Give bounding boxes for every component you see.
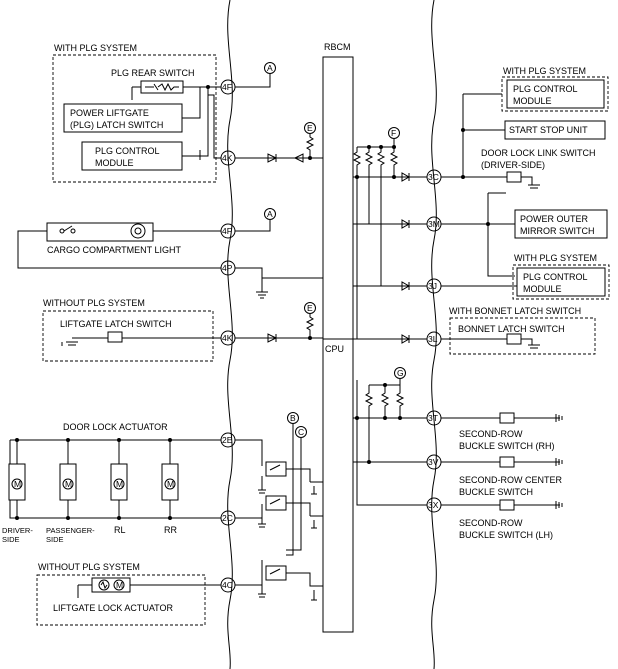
plg-control-right-1 (506, 79, 605, 109)
plg-control-right-1-label-1: PLG CONTROL (513, 84, 578, 94)
liftgate-lock-label: LIFTGATE LOCK ACTUATOR (53, 603, 174, 613)
plg-control-right-2-label-1: PLG CONTROL (523, 272, 588, 282)
actuator-rl: M (110, 438, 128, 520)
buckle-rh-switch (441, 412, 563, 424)
start-stop-label: START STOP UNIT (509, 125, 588, 135)
plg-rear-switch-symbol (145, 82, 179, 92)
with-plg-label: WITH PLG SYSTEM (54, 43, 137, 53)
pin-3v: 3V (428, 457, 439, 467)
svg-text:M: M (116, 479, 123, 489)
svg-text:M: M (167, 479, 174, 489)
with-bonnet-frame (449, 317, 596, 355)
plg-latch-switch-label-1: POWER LIFTGATE (70, 108, 149, 118)
buckle-center-switch (441, 456, 563, 468)
with-plg-frame (52, 54, 217, 183)
relay-2 (265, 495, 287, 511)
actuator-passenger: M (59, 438, 77, 520)
label-rr: RR (164, 525, 177, 535)
cargo-light-bulb (130, 223, 146, 239)
label-passenger-2: SIDE (46, 535, 64, 544)
buckle-rh-label-1: SECOND-ROW (459, 429, 523, 439)
module-left-boundary (227, 0, 233, 669)
pin-4k-mid: 4K (222, 333, 233, 343)
marker-b: B (290, 413, 296, 423)
buckle-lh-label-1: SECOND-ROW (459, 518, 523, 528)
marker-e-2: E (307, 303, 313, 313)
pin-3x: 3X (428, 500, 439, 510)
without-plg-label: WITHOUT PLG SYSTEM (43, 298, 145, 308)
bonnet-latch-label: BONNET LATCH SWITCH (458, 324, 565, 334)
with-plg-1-label: WITH PLG SYSTEM (503, 66, 586, 76)
plg-control-label-2: MODULE (95, 158, 134, 168)
power-outer-label-1: POWER OUTER (520, 214, 589, 224)
plg-control-right-1-label-2: MODULE (513, 96, 552, 106)
plg-latch-switch-label-2: (PLG) LATCH SWITCH (70, 120, 163, 130)
marker-a-2: A (267, 209, 273, 219)
cpu-block (322, 56, 354, 633)
without-plg-2-frame (36, 574, 206, 626)
svg-text:M: M (14, 479, 21, 489)
relay-3 (265, 565, 287, 581)
pin-3m: 3M (428, 219, 440, 229)
pin-4f-top: 4F (222, 82, 232, 92)
buckle-center-label-2: BUCKLE SWITCH (459, 487, 533, 497)
with-plg-2-frame (512, 264, 610, 300)
actuator-driver: M (8, 438, 26, 520)
pin-3t: 3T (428, 413, 438, 423)
buckle-rh-label-2: BUCKLE SWITCH (RH) (459, 441, 555, 451)
power-outer-mirror-box (514, 209, 608, 239)
plg-rear-switch-label: PLG REAR SWITCH (111, 68, 195, 78)
pin-4k-top: 4K (222, 153, 233, 163)
label-rl: RL (114, 525, 126, 535)
pin-3c: 3C (428, 172, 439, 182)
relay-1 (265, 461, 287, 477)
pin-3j: 3J (428, 281, 437, 291)
actuator-rr: M (161, 438, 179, 520)
buckle-center-label-1: SECOND-ROW CENTER (459, 475, 562, 485)
label-driver-2: SIDE (2, 535, 20, 544)
liftgate-latch-label: LIFTGATE LATCH SWITCH (60, 319, 172, 329)
label-driver-1: DRIVER- (2, 526, 33, 535)
module-right-boundary (431, 0, 437, 669)
cpu-label: CPU (325, 344, 344, 354)
door-lock-link-label-1: DOOR LOCK LINK SWITCH (481, 148, 596, 158)
plg-control-right-2 (516, 267, 606, 297)
svg-text:M: M (116, 580, 123, 590)
plg-control-label-1: PLG CONTROL (95, 146, 160, 156)
cargo-light-frame (46, 222, 154, 242)
power-outer-label-2: MIRROR SWITCH (520, 226, 595, 236)
without-plg-frame (42, 310, 214, 362)
pin-4p: 4P (222, 263, 233, 273)
marker-f: F (391, 128, 396, 138)
marker-g: G (397, 368, 404, 378)
with-plg-2-label: WITH PLG SYSTEM (514, 253, 597, 263)
marker-e-1: E (307, 123, 313, 133)
pin-4c: 4C (222, 580, 233, 590)
bonnet-latch-switch (506, 333, 522, 345)
buckle-lh-switch (441, 499, 563, 511)
svg-text:M: M (65, 479, 72, 489)
liftgate-latch-switch (107, 331, 123, 343)
cargo-light-label: CARGO COMPARTMENT LIGHT (47, 245, 182, 255)
pin-4f-mid: 4F (222, 226, 232, 236)
pin-2c: 2C (222, 513, 233, 523)
marker-a-1: A (267, 63, 273, 73)
pin-3l: 3L (428, 334, 438, 344)
pin-2e: 2E (222, 435, 233, 445)
door-lock-actuator-label: DOOR LOCK ACTUATOR (63, 422, 168, 432)
label-passenger-1: PASSENGER- (46, 526, 95, 535)
with-bonnet-label: WITH BONNET LATCH SWITCH (449, 306, 581, 316)
door-lock-link-switch (506, 171, 522, 183)
without-plg-2-label: WITHOUT PLG SYSTEM (38, 562, 140, 572)
plg-control-right-2-label-2: MODULE (523, 284, 562, 294)
door-lock-link-label-2: (DRIVER-SIDE) (481, 160, 545, 170)
buckle-lh-label-2: BUCKLE SWITCH (LH) (459, 530, 553, 540)
marker-c: C (298, 427, 304, 437)
rbcm-label: RBCM (324, 42, 351, 52)
